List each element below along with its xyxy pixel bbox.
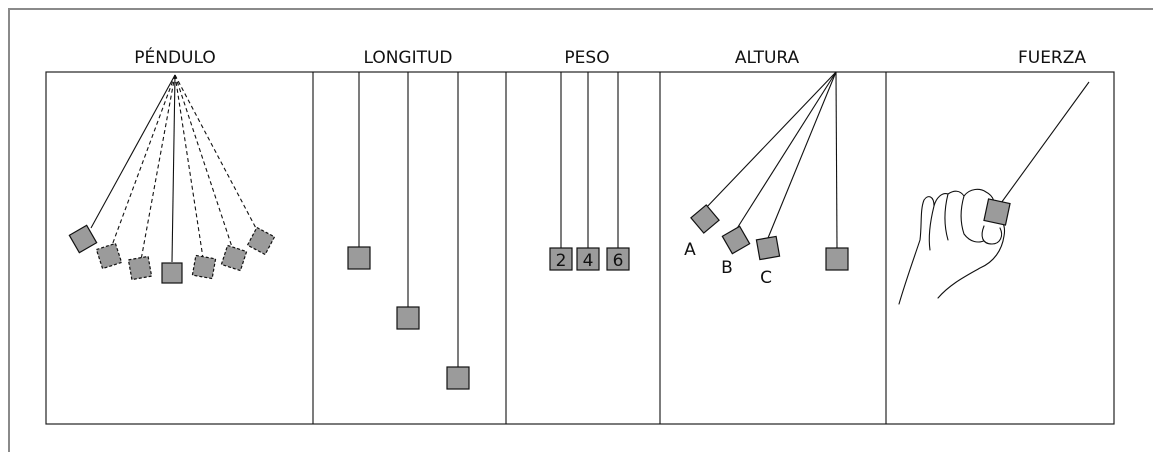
peso-label: 2	[556, 251, 567, 271]
peso-bob	[576, 247, 600, 271]
hand-finger	[960, 195, 987, 243]
longitud-bob	[347, 246, 371, 270]
altura-label-c: C	[760, 268, 772, 288]
altura-label-b: B	[721, 258, 733, 278]
altura-bob	[690, 204, 720, 234]
peso-panel: 2 4 6	[549, 72, 630, 271]
altura-bob	[721, 225, 751, 255]
pendulo-panel	[68, 74, 276, 284]
fuerza-panel	[898, 81, 1090, 305]
longitud-panel	[347, 72, 470, 390]
pendulo-string	[174, 74, 259, 233]
altura-panel: A B C	[684, 71, 849, 288]
pendulo-bob	[95, 242, 123, 270]
pendulo-bob	[191, 254, 217, 280]
peso-bob	[606, 247, 630, 271]
title-pendulo: PÉNDULO	[134, 46, 216, 68]
altura-bob	[755, 235, 781, 261]
pendulo-string	[140, 74, 176, 261]
title-fuerza: FUERZA	[1018, 48, 1086, 68]
pendulo-bob	[161, 262, 183, 284]
pendulo-bob	[246, 226, 276, 256]
outer-frame	[8, 8, 1153, 452]
altura-label-a: A	[684, 240, 696, 260]
altura-string	[767, 71, 837, 239]
pendulo-bob	[127, 255, 153, 281]
peso-label: 4	[583, 251, 594, 271]
pendulo-string	[174, 74, 234, 251]
hand-thumb	[981, 225, 1003, 245]
longitud-bob	[396, 306, 420, 330]
title-peso: PESO	[564, 48, 609, 68]
peso-bob	[549, 247, 573, 271]
title-altura: ALTURA	[735, 48, 800, 68]
altura-string	[835, 71, 838, 249]
pendulo-string	[90, 74, 176, 229]
hand-finger	[944, 193, 949, 241]
panels-outline	[45, 71, 1115, 425]
altura-string	[735, 71, 837, 231]
pendulo-string	[171, 74, 176, 263]
fuerza-string	[995, 81, 1090, 211]
pendulo-string	[110, 74, 176, 249]
hand-finger	[928, 205, 935, 251]
altura-bob	[825, 247, 849, 271]
fuerza-bob	[983, 198, 1011, 226]
pendulo-bob	[68, 224, 98, 254]
pendulo-bob	[220, 244, 248, 272]
longitud-bob	[446, 366, 470, 390]
altura-string	[703, 71, 837, 211]
title-longitud: LONGITUD	[363, 48, 452, 68]
peso-label: 6	[613, 251, 624, 271]
pendulo-string	[174, 74, 204, 259]
